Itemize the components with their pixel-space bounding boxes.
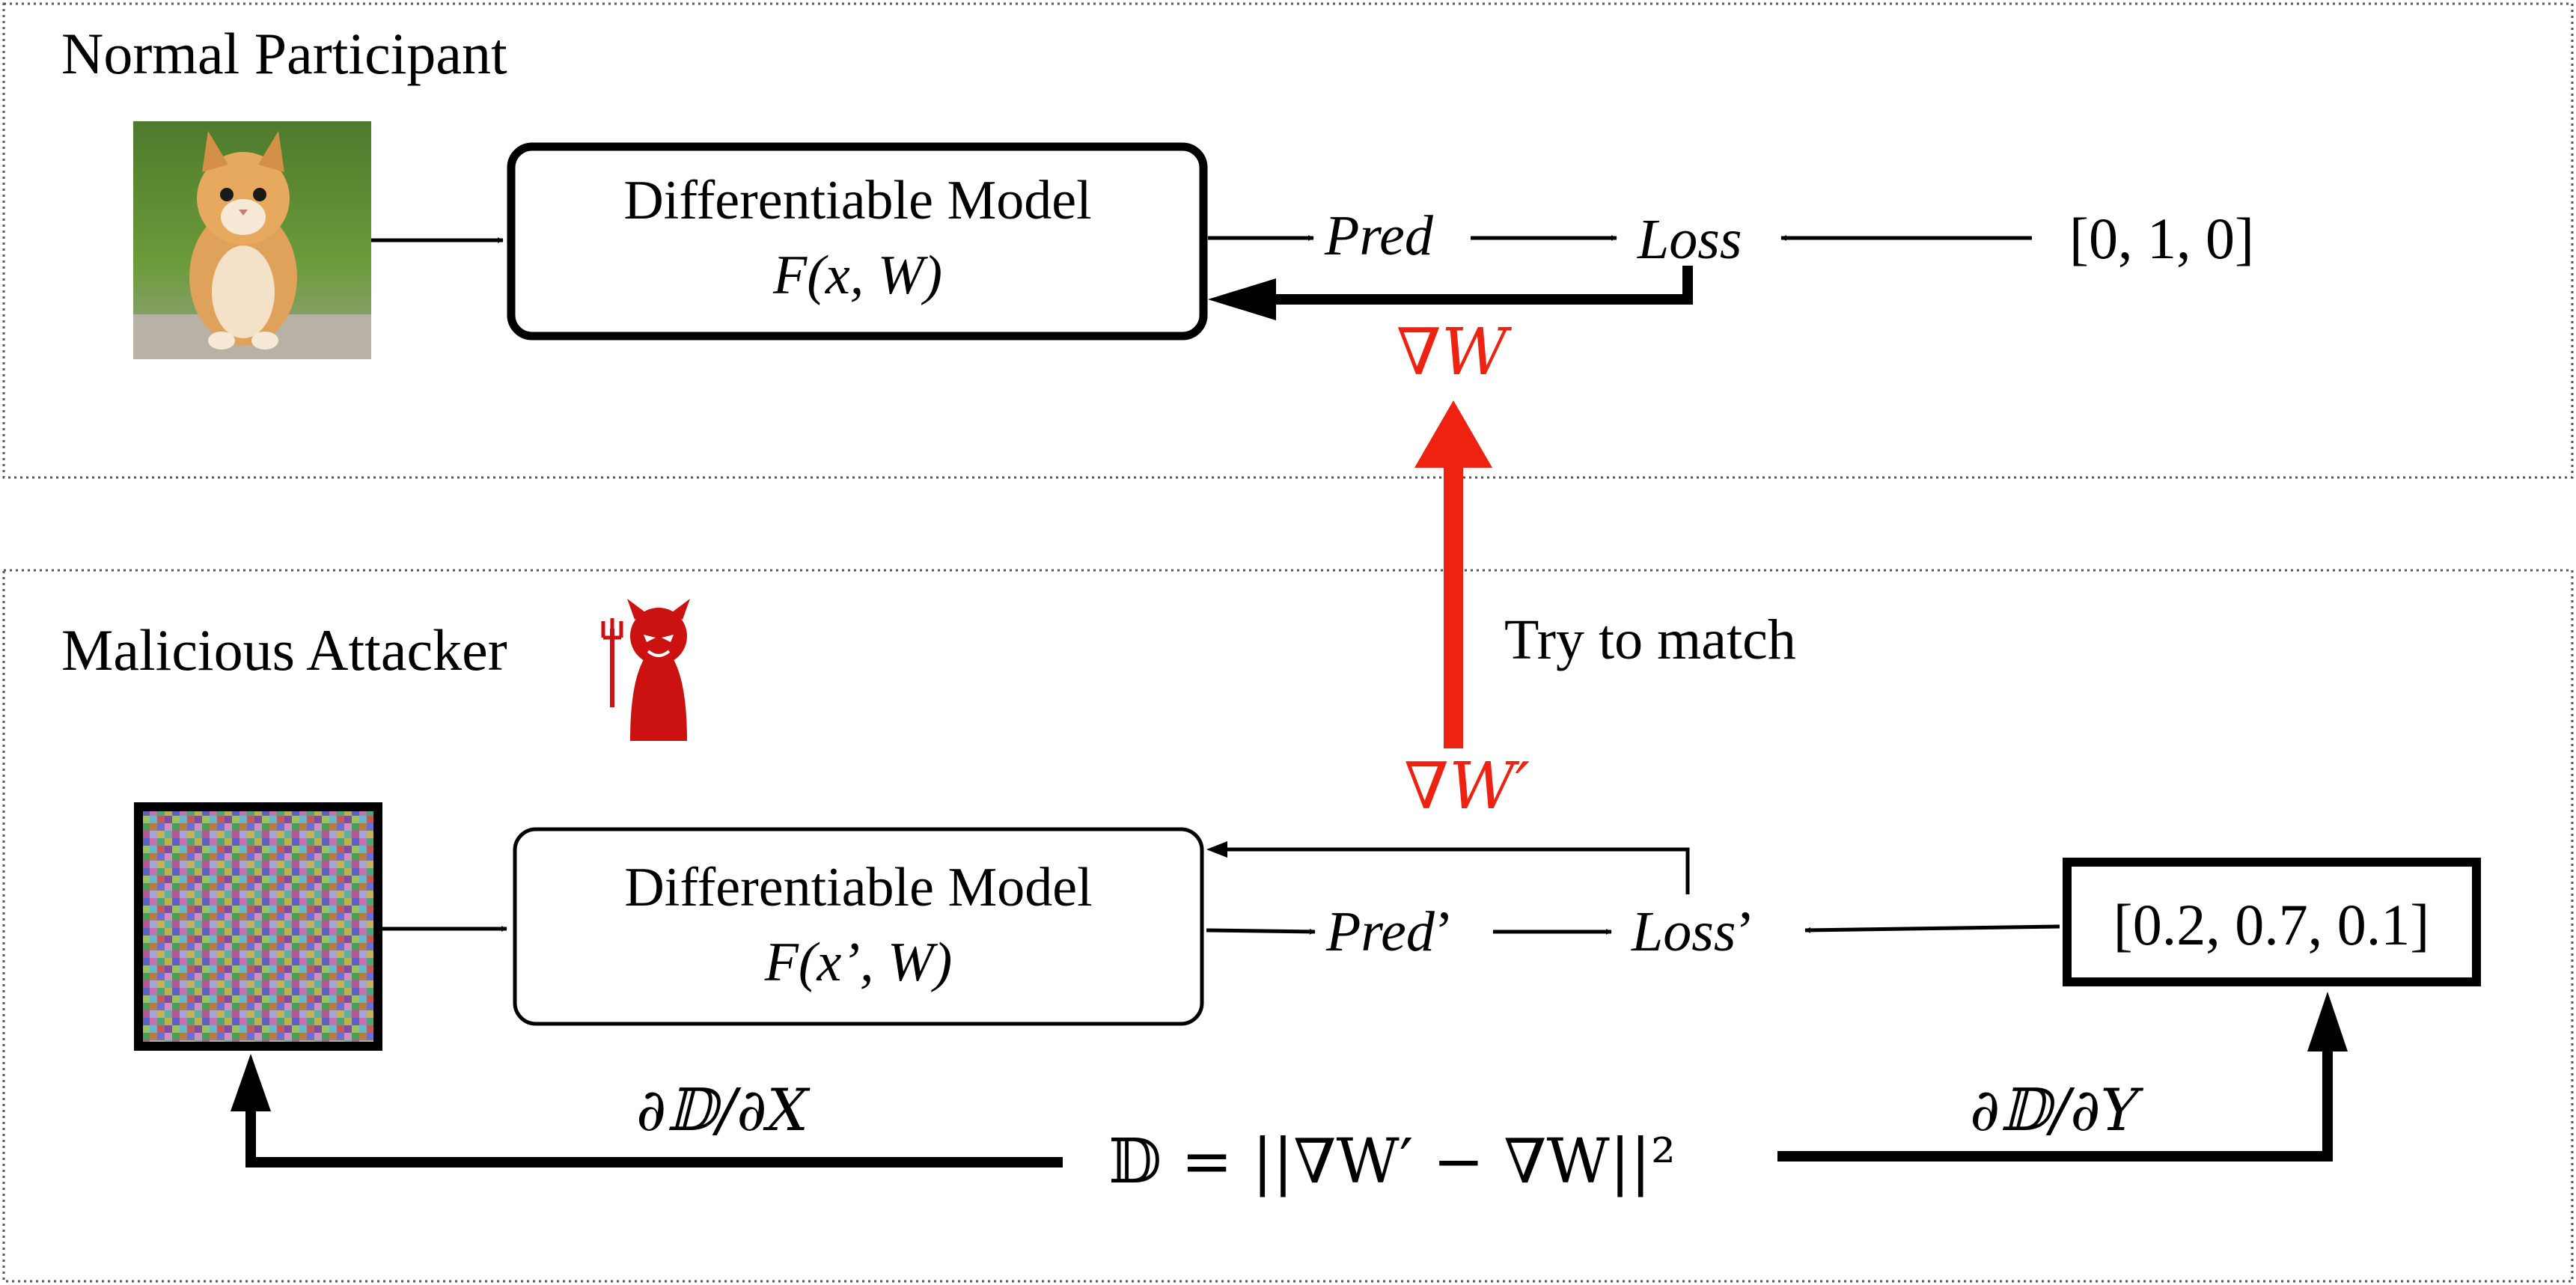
distance-formula: 𝔻 = ||∇W′ − ∇W||²: [1108, 1126, 1676, 1197]
attacker-panel-title: Malicious Attacker: [61, 617, 507, 683]
attacker-model-label: Differentiable Model: [624, 857, 1092, 918]
normal-loss: Loss: [1637, 208, 1742, 271]
grad-y-label: ∂𝔻/∂Y: [1970, 1077, 2144, 1144]
normal-model-formula: F(x, W): [772, 245, 942, 306]
grad-x-arrowhead: [231, 1054, 271, 1111]
attacker-label-box: [2063, 858, 2481, 986]
attacker-backprop-arrowhead: [1206, 841, 1227, 858]
kitten-image: [133, 121, 371, 359]
normal-gradient: ∇W: [1397, 315, 1513, 390]
normal-backprop-arrowhead: [1208, 278, 1276, 320]
normal-pred: Pred: [1324, 204, 1434, 267]
normal-label-vector: [0, 1, 0]: [2069, 206, 2254, 271]
attacker-pred: Pred’: [1325, 900, 1453, 963]
attacker-gradient: ∇W′: [1404, 749, 1530, 824]
grad-x-path: [245, 1104, 1063, 1168]
noise-image: [134, 802, 382, 1051]
attacker-loss: Loss’: [1631, 900, 1755, 963]
normal-model-box: [507, 142, 1208, 341]
devil-icon: [601, 599, 690, 741]
normal-backprop-path: [1272, 266, 1693, 305]
attacker-label-vector: [0.2, 0.7, 0.1]: [2113, 892, 2429, 957]
attacker-panel-frame: [2, 569, 2574, 1283]
attacker-backprop-path: [1216, 847, 1690, 894]
normal-model-label: Differentiable Model: [623, 170, 1091, 231]
attacker-model-formula: F(x’, W): [764, 932, 953, 993]
arrow-attacker-label-to-loss: [1804, 924, 2060, 933]
grad-x-label: ∂𝔻/∂X: [636, 1077, 811, 1144]
attacker-model-box: [513, 827, 1204, 1026]
match-arrow-head: [1414, 400, 1492, 468]
arrow-attacker-model-to-pred: [1206, 928, 1316, 935]
grad-y-path: [1777, 1049, 2333, 1162]
grad-y-arrowhead: [2307, 992, 2348, 1051]
normal-panel-title: Normal Participant: [61, 21, 507, 86]
match-label: Try to match: [1504, 608, 1796, 671]
